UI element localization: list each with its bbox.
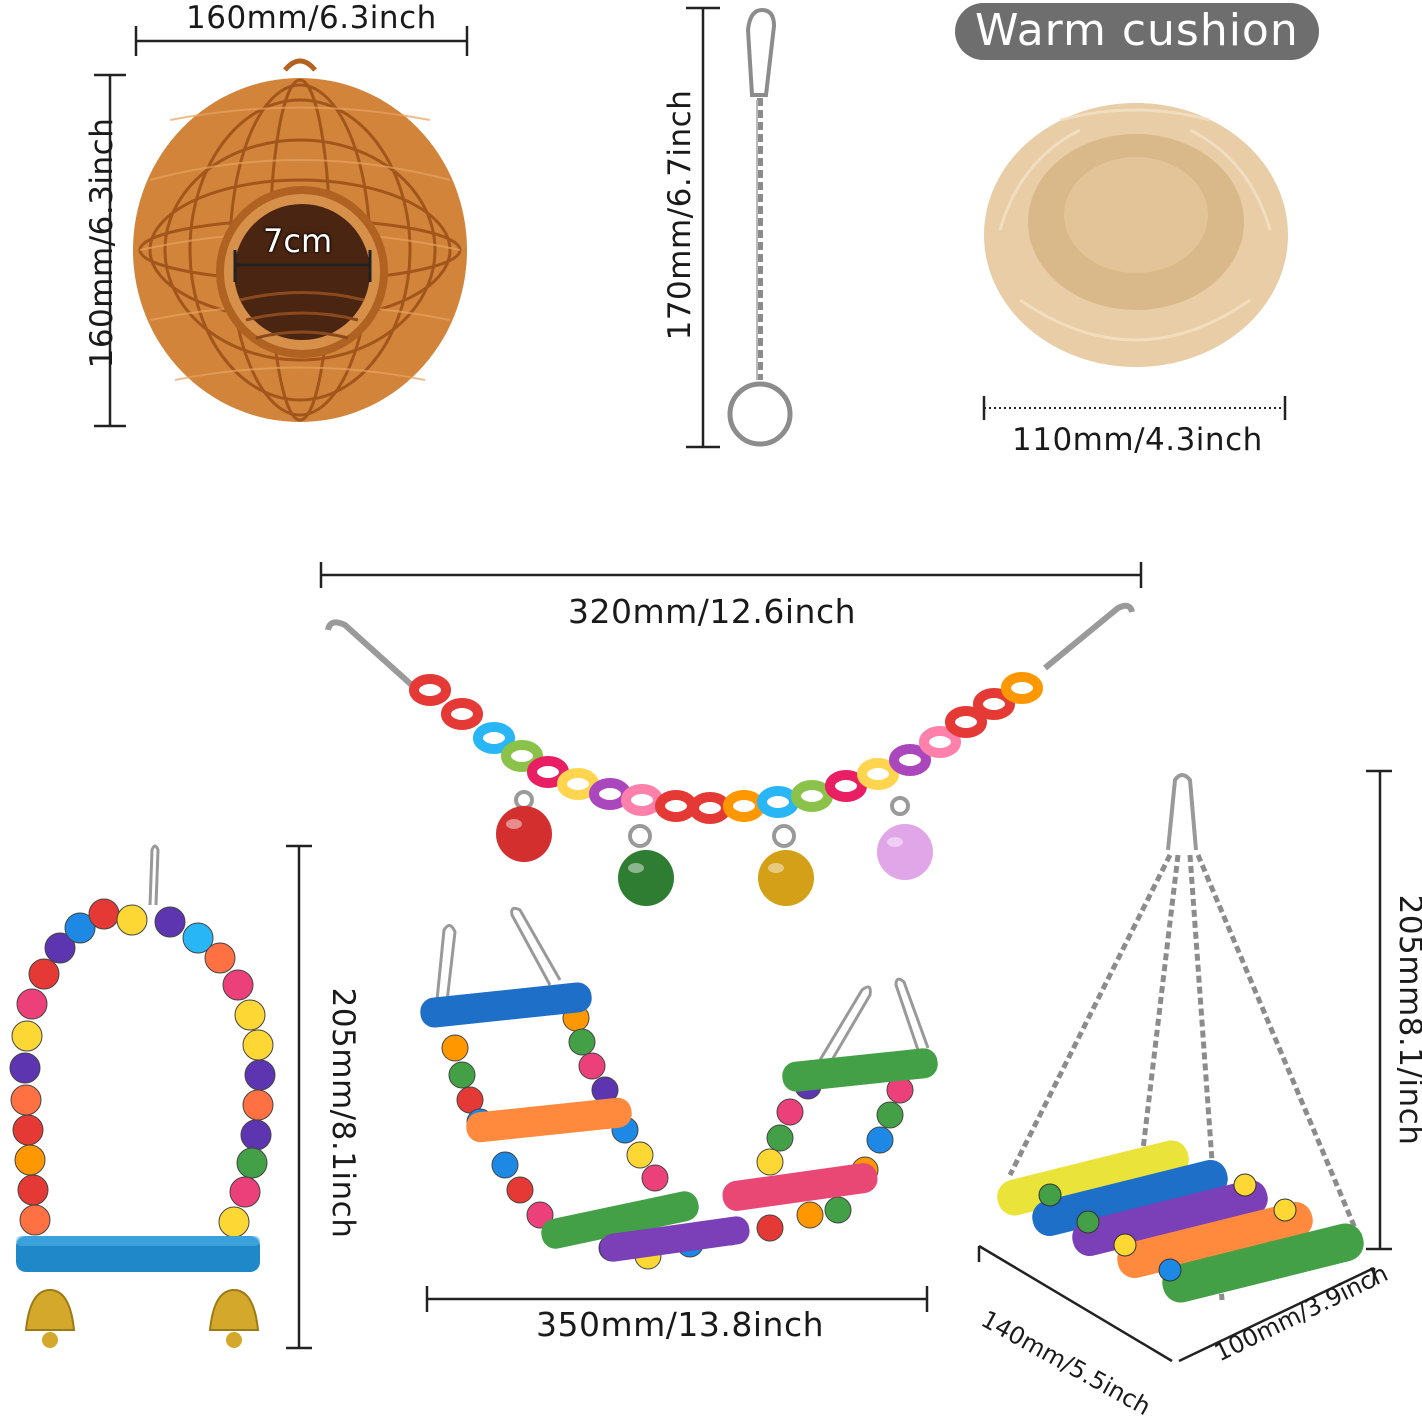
cushion-width-label: 110mm/4.3inch	[1012, 422, 1263, 458]
swing-height-label: 205mm/8.1inch	[193, 988, 493, 1239]
nest-height-label: 160mm/6.3inch	[0, 118, 232, 369]
ladder-bridge-length-label: 350mm/13.8inch	[536, 1305, 825, 1344]
hanging-ladder-illustration	[997, 773, 1364, 1303]
bell-chain-length-label: 320mm/12.6inch	[568, 592, 857, 631]
nest-height-text: 160mm/6.3inch	[84, 117, 120, 369]
chain-length-label: 170mm/6.7inch	[540, 90, 820, 341]
woven-nest-illustration	[133, 58, 467, 422]
ladder-bridge-illustration	[420, 906, 938, 1270]
swing-height-text: 205mm/8.1inch	[325, 987, 361, 1239]
nest-width-label: 160mm/6.3inch	[186, 0, 437, 36]
dimension-lines	[94, 6, 1392, 1363]
plush-cushion-illustration	[984, 103, 1288, 367]
chain-length-text: 170mm/6.7inch	[662, 89, 698, 341]
hanging-ladder-height-label: 205mm8.1/inch	[1260, 895, 1422, 1146]
hanging-chain-illustration	[727, 7, 793, 447]
product-illustrations	[9, 6, 1392, 1363]
nest-opening-label: 7cm	[263, 222, 333, 260]
hanging-ladder-height-text: 205mm8.1/inch	[1392, 894, 1422, 1146]
bead-swing-illustration	[9, 844, 276, 1348]
bell-chain-illustration	[325, 602, 1135, 906]
warm-cushion-badge: Warm cushion	[955, 3, 1319, 60]
